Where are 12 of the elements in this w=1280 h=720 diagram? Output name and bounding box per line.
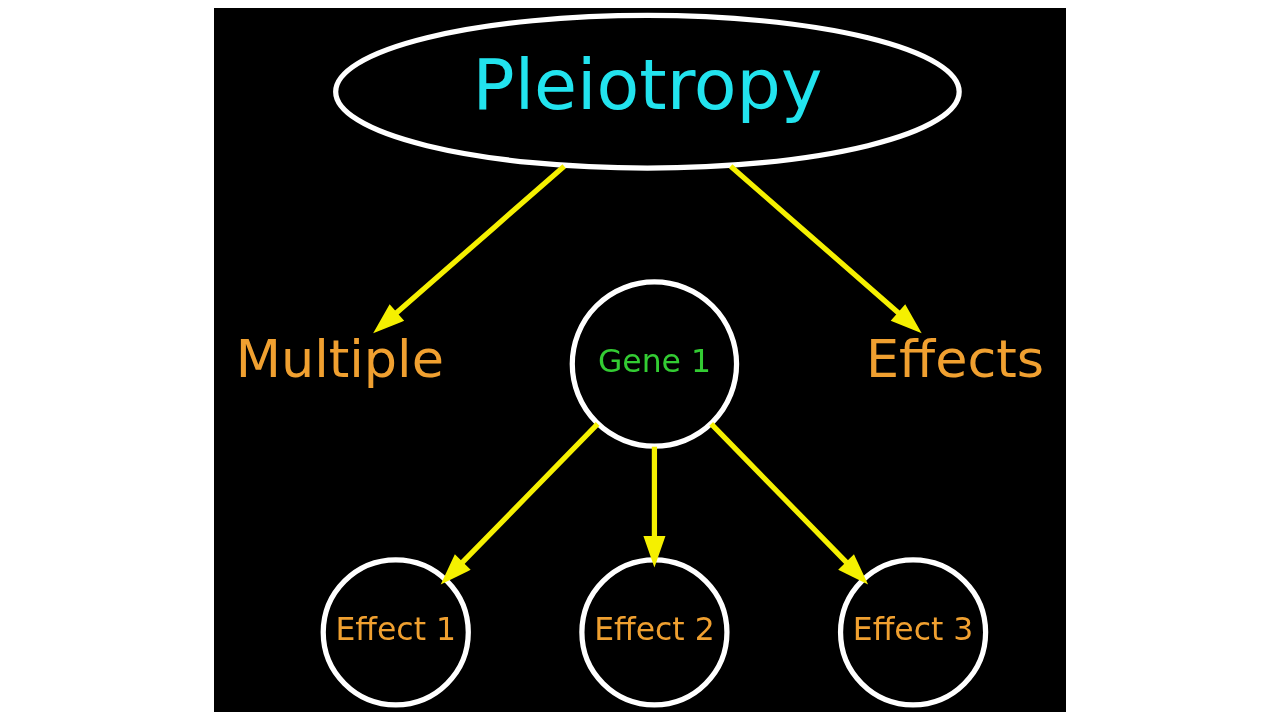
node-text: Effects [865, 328, 1045, 390]
node-text: Multiple [235, 328, 444, 390]
arrow [373, 164, 566, 334]
arrow [440, 422, 600, 585]
node-circle: Effect 3 [837, 557, 989, 708]
node-circle: Gene 1 [569, 279, 740, 449]
arrow [728, 164, 922, 334]
arrow [709, 422, 869, 585]
node-circle: Effect 2 [579, 557, 730, 708]
node-ellipse: Pleiotropy [333, 12, 962, 171]
node-circle: Effect 1 [320, 557, 471, 708]
arrow [643, 446, 666, 568]
